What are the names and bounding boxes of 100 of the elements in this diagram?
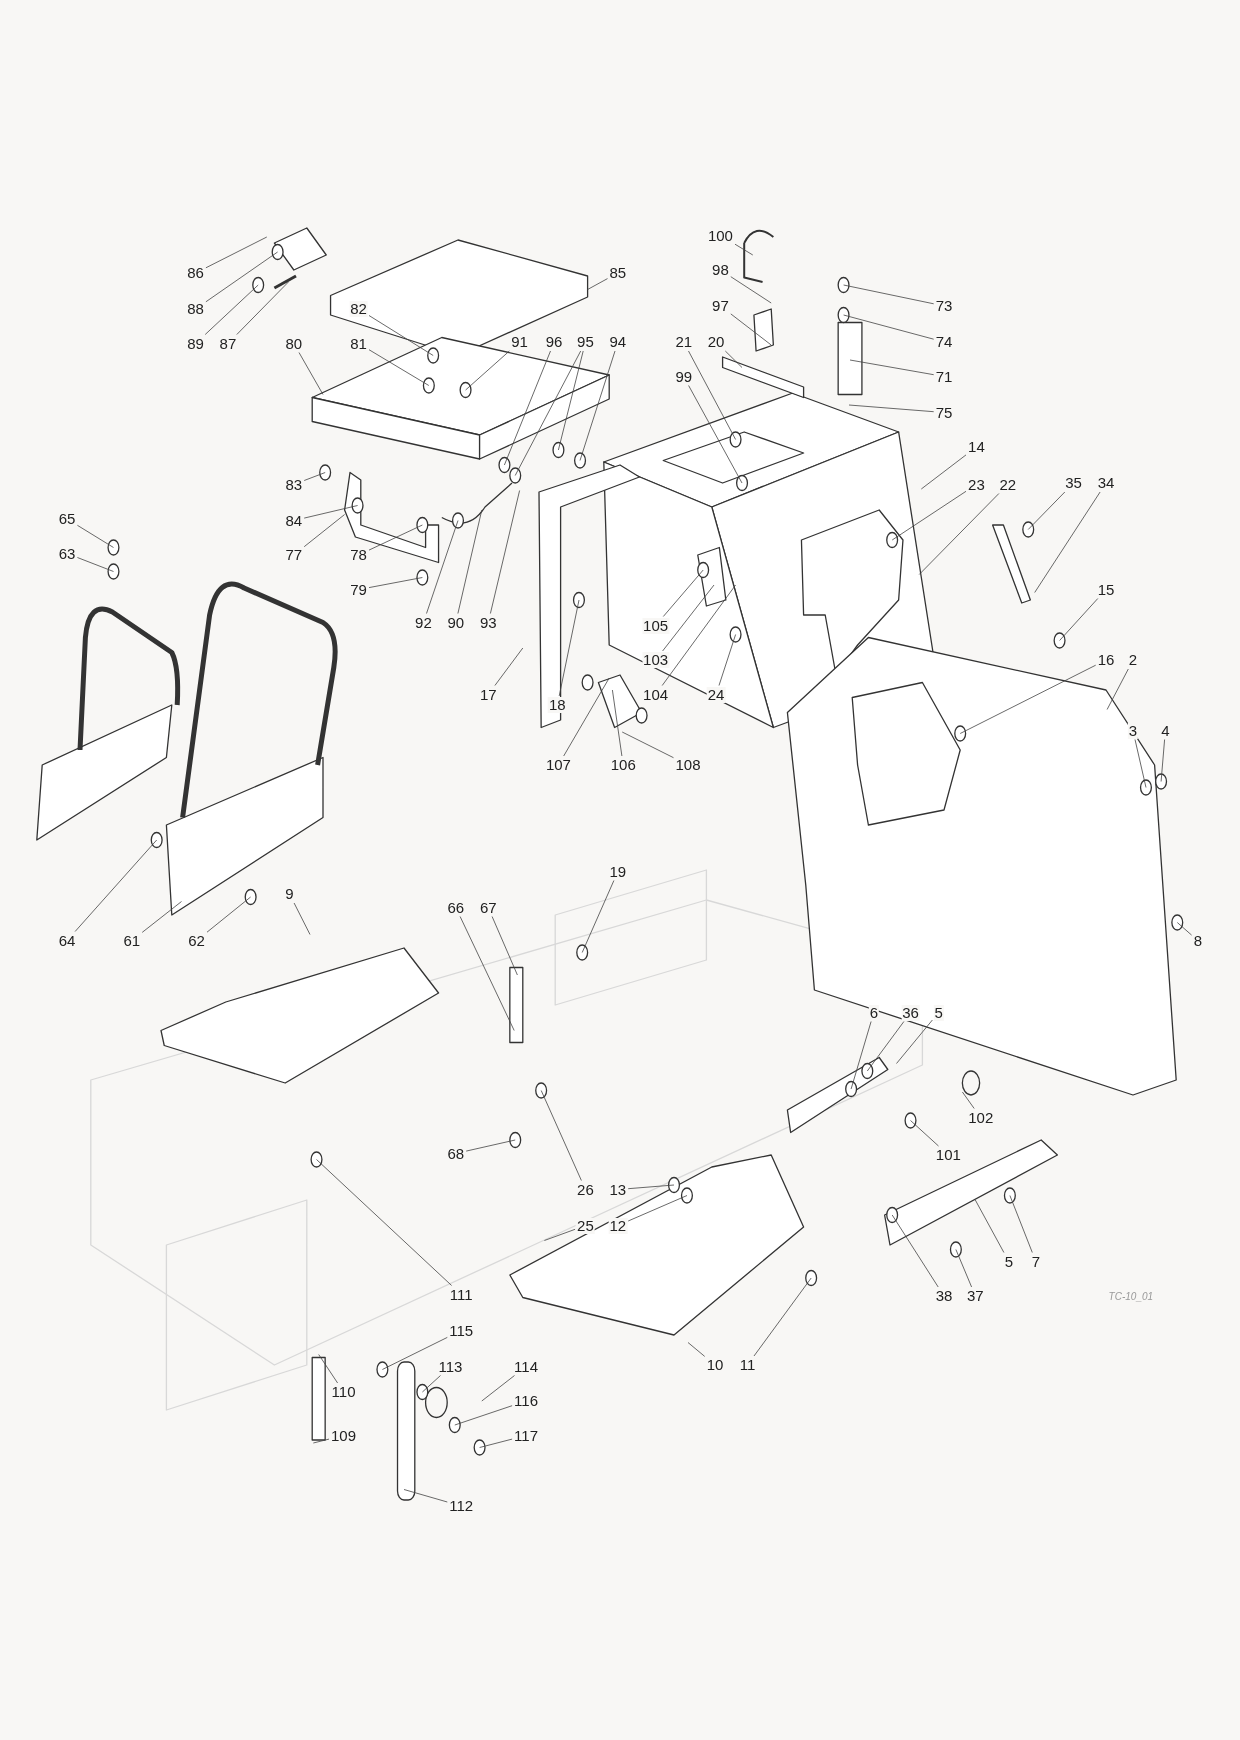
leader-line bbox=[77, 524, 114, 548]
leader-line bbox=[662, 584, 715, 652]
leader-line bbox=[481, 1375, 515, 1402]
leader-line bbox=[1027, 491, 1066, 530]
callout-number: 97 bbox=[711, 298, 730, 314]
callout-number: 116 bbox=[513, 1393, 539, 1409]
callout-number: 112 bbox=[448, 1498, 475, 1514]
callout-number: 16 bbox=[1096, 652, 1116, 668]
leader-line bbox=[141, 901, 182, 933]
leader-line bbox=[368, 524, 423, 551]
leader-line bbox=[1106, 668, 1129, 710]
leader-line bbox=[303, 505, 358, 519]
leader-line bbox=[962, 1091, 975, 1109]
leader-line bbox=[1176, 922, 1192, 936]
leader-line bbox=[312, 1438, 330, 1444]
leader-line bbox=[579, 350, 616, 461]
leader-line bbox=[368, 577, 423, 588]
leader-line bbox=[205, 236, 268, 269]
leader-line bbox=[382, 1337, 448, 1370]
callout-number: 2 bbox=[1127, 652, 1139, 668]
leader-line bbox=[514, 350, 582, 476]
leader-line bbox=[205, 251, 278, 303]
leader-line bbox=[730, 313, 772, 346]
leader-line bbox=[688, 385, 743, 484]
leader-line bbox=[734, 243, 754, 256]
leader-line bbox=[724, 350, 743, 368]
callout-number: 18 bbox=[548, 697, 567, 713]
drawing-code: TC-10_01 bbox=[1108, 1290, 1154, 1302]
leader-line bbox=[910, 1120, 939, 1147]
leader-line bbox=[850, 1021, 872, 1090]
callout-number: 12 bbox=[608, 1217, 628, 1234]
leader-line bbox=[457, 509, 483, 614]
leader-line bbox=[1160, 739, 1165, 782]
leader-line bbox=[558, 350, 584, 451]
callout-number: 103 bbox=[642, 652, 670, 668]
leader-line bbox=[1034, 491, 1101, 593]
leader-line bbox=[621, 731, 674, 759]
leader-line bbox=[627, 1184, 675, 1190]
callout-number: 91 bbox=[510, 334, 529, 350]
leader-line bbox=[974, 1199, 1005, 1253]
leader-line bbox=[891, 1214, 939, 1288]
leader-line bbox=[204, 284, 259, 335]
leader-line bbox=[490, 490, 520, 614]
leader-line bbox=[459, 916, 515, 1031]
leader-line bbox=[849, 359, 935, 376]
leader-line bbox=[491, 916, 518, 976]
callout-number: 77 bbox=[284, 547, 304, 563]
leader-line bbox=[661, 584, 736, 686]
leader-line bbox=[662, 569, 704, 617]
callout-number: 11 bbox=[738, 1357, 757, 1373]
leader-line bbox=[1059, 598, 1099, 641]
leader-line bbox=[843, 284, 935, 305]
leader-line bbox=[454, 1405, 513, 1426]
callout-number: 78 bbox=[349, 547, 368, 563]
leader-line bbox=[920, 454, 967, 490]
callout-number: 20 bbox=[706, 334, 726, 350]
leader-line bbox=[687, 1342, 706, 1357]
callout-number: 86 bbox=[186, 265, 205, 281]
leader-line bbox=[77, 557, 114, 572]
leader-line bbox=[303, 472, 326, 481]
callout-number: 94 bbox=[608, 334, 628, 350]
leader-line bbox=[627, 1195, 688, 1222]
callout-number: 96 bbox=[544, 334, 564, 350]
leader-line bbox=[403, 1489, 448, 1503]
leader-line bbox=[303, 514, 345, 548]
callout-number: 10 bbox=[705, 1357, 725, 1373]
callout-number: 35 bbox=[1064, 475, 1083, 491]
leader-line bbox=[293, 902, 311, 935]
callout-number: 98 bbox=[711, 262, 730, 278]
leader-line bbox=[494, 647, 524, 686]
callout-number: 82 bbox=[349, 301, 368, 317]
leader-line bbox=[581, 880, 615, 953]
callout-number: 108 bbox=[674, 757, 702, 773]
leader-line bbox=[955, 1249, 972, 1288]
callout-number: 9 bbox=[284, 886, 295, 902]
leader-line bbox=[465, 1139, 516, 1152]
leader-line bbox=[504, 350, 551, 466]
leader-line bbox=[74, 839, 158, 932]
callout-number: 95 bbox=[576, 334, 595, 350]
callout-number: 37 bbox=[965, 1288, 985, 1304]
callout-number: 85 bbox=[608, 265, 628, 281]
leader-line bbox=[318, 1354, 338, 1384]
leader-line bbox=[959, 664, 1097, 734]
leader-line bbox=[540, 1090, 582, 1181]
leader-line bbox=[422, 1375, 441, 1393]
callout-number: 65 bbox=[57, 511, 77, 527]
callout-number: 106 bbox=[609, 757, 637, 773]
leader-line bbox=[843, 314, 935, 340]
leader-line bbox=[206, 896, 251, 933]
leader-line bbox=[753, 1277, 812, 1357]
callout-number: 25 bbox=[576, 1217, 595, 1234]
leader-line bbox=[368, 349, 430, 386]
leader-line bbox=[612, 689, 623, 757]
leader-line bbox=[563, 677, 610, 757]
callout-number: 5 bbox=[933, 1004, 944, 1021]
leader-line bbox=[866, 1021, 905, 1072]
callout-number: 110 bbox=[330, 1384, 357, 1400]
leader-line bbox=[298, 352, 324, 395]
callout-number: 3 bbox=[1127, 722, 1139, 739]
leader-line bbox=[896, 1019, 933, 1064]
